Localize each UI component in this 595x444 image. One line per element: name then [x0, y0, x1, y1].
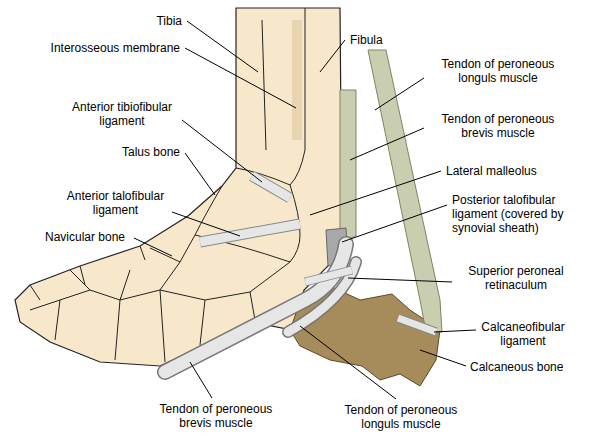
part-label: Tendon of peroneous longuls muscle [428, 57, 568, 85]
ligament [398, 318, 436, 332]
leader-line [185, 153, 215, 195]
longus-tendon [288, 262, 356, 332]
bone-outline [262, 20, 266, 150]
leader-line [342, 205, 447, 242]
ligament [398, 318, 436, 332]
part-label: Calcaneous bone [470, 360, 580, 374]
leader-line [350, 128, 424, 160]
interosseous-membrane [292, 20, 302, 140]
leader-line [134, 238, 172, 256]
part-label: Navicular bone [45, 230, 135, 244]
leader-line [182, 120, 262, 182]
part-label: Calcaneofibular ligament [472, 320, 574, 348]
bone-outline [290, 8, 305, 185]
leader-line [348, 278, 452, 282]
part-label: Lateral malleolus [446, 164, 561, 178]
leader-line [420, 350, 466, 366]
leader-line [320, 40, 345, 72]
part-label: Fibula [350, 33, 410, 47]
ligament [305, 270, 352, 282]
leader-line [300, 326, 396, 399]
part-label: Tibia [130, 14, 182, 28]
leader-line [434, 330, 476, 332]
leader-line [172, 212, 240, 236]
part-label: Anterior tibiofibular ligament [62, 100, 182, 128]
leader-line [187, 21, 258, 72]
part-label: Superior peroneal retinaculum [455, 264, 577, 292]
part-label: Anterior talofibular ligament [58, 189, 173, 217]
longus-tendon [368, 50, 442, 332]
leader-line [190, 362, 212, 398]
brevis-tendon [340, 90, 356, 242]
bone-outline [30, 246, 145, 300]
part-label: Tendon of peroneous brevis muscle [148, 402, 284, 430]
part-label: Posterior talofibular ligament (covered … [452, 193, 579, 235]
ligament [305, 270, 352, 282]
leader-line [375, 78, 424, 110]
leader-lines [134, 21, 476, 399]
part-label: Tendon of peroneous longuls muscle [330, 403, 472, 431]
part-label: Tendon of peroneous brevis muscle [428, 112, 568, 140]
part-label: Talus bone [110, 145, 180, 159]
part-label: Interosseous membrane [30, 41, 180, 55]
leader-line [185, 48, 296, 108]
leader-line [310, 171, 441, 215]
longus-tendon [288, 262, 356, 332]
